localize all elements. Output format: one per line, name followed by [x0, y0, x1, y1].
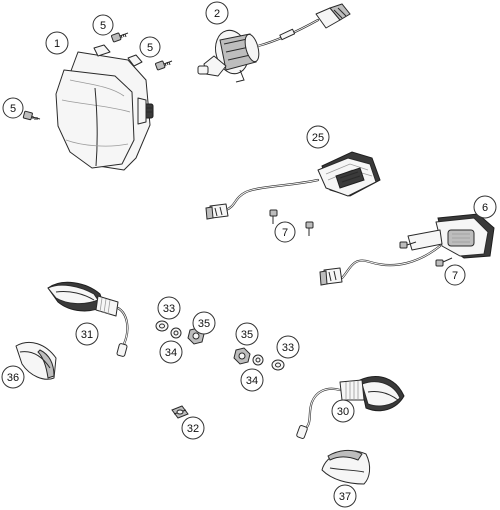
svg-text:35: 35	[198, 318, 210, 330]
callout-5-right: 5	[139, 36, 161, 58]
tail-light-part	[205, 151, 381, 220]
svg-text:6: 6	[482, 202, 488, 214]
callout-32: 32	[181, 416, 205, 440]
turn-signal-cover-left-part	[15, 342, 57, 380]
bolt-32-part	[171, 405, 189, 419]
license-plate-light-part	[319, 213, 495, 286]
svg-text:36: 36	[7, 372, 19, 384]
callout-5-top: 5	[92, 14, 114, 36]
screw-5-left	[22, 110, 41, 121]
callout-34-right: 34	[240, 368, 264, 392]
callout-35-left: 35	[192, 311, 216, 335]
callout-5-left: 5	[2, 97, 24, 119]
callout-2: 2	[205, 1, 229, 25]
screw-7-lower-b	[435, 257, 453, 267]
screw-5-top	[110, 32, 129, 43]
callout-33-right: 33	[276, 335, 300, 359]
headlight-part	[55, 44, 154, 171]
svg-text:33: 33	[163, 303, 175, 315]
svg-text:25: 25	[312, 132, 324, 144]
svg-text:30: 30	[337, 406, 349, 418]
callout-31: 31	[75, 322, 99, 346]
svg-text:5: 5	[10, 103, 16, 115]
washer-33-right	[271, 359, 285, 371]
svg-text:37: 37	[339, 491, 351, 503]
turn-signal-cover-right-part	[321, 449, 371, 485]
headlight-bulb-part	[197, 3, 351, 83]
svg-text:7: 7	[282, 227, 288, 239]
svg-text:5: 5	[100, 20, 106, 32]
screw-7-lower-a	[399, 241, 417, 249]
nut-35-right	[233, 347, 251, 365]
turn-signal-left-part	[47, 281, 129, 357]
svg-text:35: 35	[241, 329, 253, 341]
callout-6: 6	[473, 195, 497, 219]
screw-7-upper-b	[305, 221, 314, 236]
svg-text:5: 5	[147, 42, 153, 54]
svg-text:1: 1	[54, 38, 60, 50]
washer-33-left	[155, 320, 169, 332]
screw-7-upper-a	[269, 209, 278, 224]
callout-34-left: 34	[159, 340, 183, 364]
svg-text:34: 34	[246, 375, 258, 387]
washer-34-right	[252, 354, 264, 366]
svg-text:31: 31	[81, 329, 93, 341]
svg-text:32: 32	[187, 423, 199, 435]
svg-text:7: 7	[452, 270, 458, 282]
callout-7-upper: 7	[274, 221, 296, 243]
svg-text:33: 33	[282, 342, 294, 354]
callout-37: 37	[333, 484, 357, 508]
callout-25: 25	[306, 125, 330, 149]
callout-35-right: 35	[235, 322, 259, 346]
callout-7-lower: 7	[444, 264, 466, 286]
turn-signal-right-part	[296, 376, 405, 439]
svg-text:34: 34	[165, 347, 177, 359]
callout-30: 30	[331, 399, 355, 423]
svg-text:2: 2	[214, 8, 220, 20]
washer-34-left	[170, 327, 182, 339]
callout-33-left: 33	[157, 296, 181, 320]
screw-5-right	[154, 60, 173, 71]
callout-36: 36	[1, 365, 25, 389]
callout-1: 1	[45, 31, 69, 55]
